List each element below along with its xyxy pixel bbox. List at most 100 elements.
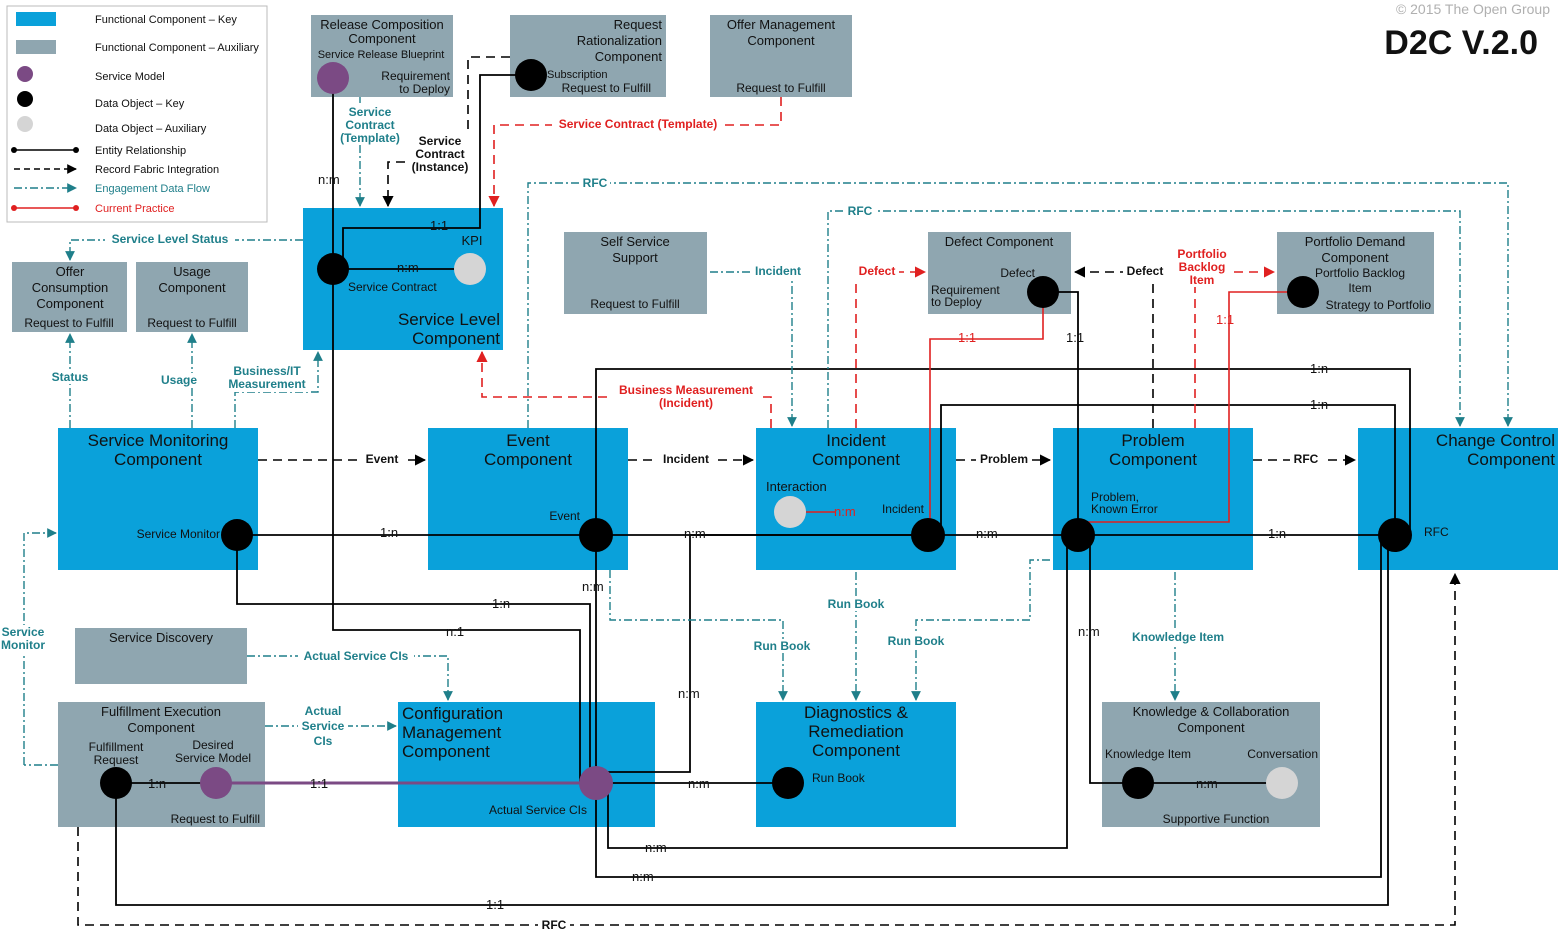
cardinality-label: 1:1 [430,218,448,233]
data-object-label: Actual Service CIs [489,803,587,817]
legend-item: Data Object – Key [95,98,185,110]
value-stream-label: Requirement [931,283,1000,297]
configuration-management-component[interactable]: Configuration Management Component Actua… [398,702,655,827]
cardinality-label: n:m [397,260,419,275]
component-title: Management [402,723,502,742]
copyright-text: © 2015 The Open Group [1396,1,1550,17]
value-stream-label: to Deploy [399,82,450,96]
flow-label: Portfolio [1177,247,1226,261]
data-object-label: Portfolio Backlog [1315,266,1405,280]
rfc-dot [1378,518,1412,552]
event-dot [579,518,613,552]
component-title: Service Discovery [109,630,214,645]
cardinality-labels: n:m 1:1 n:m 1:n 1:n n:1 n:m n:m n:m n:m … [148,172,1328,912]
component-title: Event [506,431,550,450]
flow-label: Monitor [1,638,45,652]
data-object-label: Conversation [1247,747,1318,761]
flow-label: Defect [1127,264,1164,278]
service-model-label: Service Model [175,751,251,765]
component-title: Component [158,280,226,295]
diagnostics-remediation-component[interactable]: Diagnostics & Remediation Component Run … [756,702,956,827]
legend-item: Engagement Data Flow [95,183,210,195]
value-stream-label: Strategy to Portfolio [1326,298,1432,312]
value-stream-label: Request to Fulfill [562,81,651,95]
service-contract-dot [317,253,349,285]
legend: Functional Component – Key Functional Co… [6,5,268,223]
defect-dot [1027,276,1059,308]
data-object-label: KPI [462,233,483,248]
service-release-blueprint-dot [317,62,349,94]
legend-aux-swatch [16,40,56,54]
value-stream-label: Request to Fulfill [24,316,113,330]
data-object-label: Service Monitor [137,527,220,541]
data-object-label: RFC [1424,525,1449,539]
data-object-label: Problem, [1091,490,1139,504]
component-title: Rationalization [577,33,662,48]
component-title: Support [612,250,658,265]
flow-label: (Incident) [659,396,713,410]
flow-label: (Instance) [412,160,469,174]
value-stream-label: Supportive Function [1163,812,1270,826]
problem-dot [1061,518,1095,552]
component-title: Service Level [398,310,500,329]
value-stream-label: Request to Fulfill [147,316,236,330]
legend-item: Service Model [95,71,165,83]
flow-label: Event [366,452,399,466]
cardinality-label: n:m [582,579,604,594]
component-title: Component [114,450,202,469]
legend-key-swatch [16,12,56,26]
record-fabric-lines [77,56,1461,926]
cardinality-label: n:m [1196,776,1218,791]
flow-label: Run Book [888,634,945,648]
legend-item: Current Practice [95,203,174,215]
actual-service-cis-dot [579,766,613,800]
component-title: Self Service [600,234,669,249]
flow-label: Backlog [1179,260,1226,274]
component-title: Request [614,17,663,32]
component-title: Component [595,49,663,64]
fulfillment-execution-component[interactable]: Fulfillment Execution Component Fulfillm… [58,702,265,827]
component-title: Offer [56,264,85,279]
offer-consumption-component[interactable]: Offer Consumption Component Request to F… [12,262,127,332]
cardinality-label: 1:1 [1216,312,1234,327]
flow-label: RFC [542,918,567,932]
flow-label: Item [1190,273,1215,287]
value-stream-label: Request to Fulfill [171,812,260,826]
data-object-label: Subscription [547,69,608,81]
component-title: Consumption [32,280,109,295]
value-stream-label: to Deploy [931,295,982,309]
knowledge-collaboration-component[interactable]: Knowledge & Collaboration Component Know… [1102,702,1320,827]
component-title: Problem [1121,431,1184,450]
component-title: Component [402,742,490,761]
service-monitoring-component[interactable]: Service Monitoring Component Service Mon… [58,428,258,570]
cardinality-label: 1:1 [310,776,328,791]
flow-label: Actual [305,704,342,718]
offer-management-component[interactable]: Offer Management Component Request to Fu… [710,15,852,97]
service-discovery-component[interactable]: Service Discovery [75,628,247,684]
data-object-label: Event [549,509,580,523]
entity-relationship-lines [115,74,1411,906]
cardinality-label: n:m [976,526,998,541]
component-title: Component [1467,450,1555,469]
run-book-dot [772,767,804,799]
cardinality-label: 1:1 [486,897,504,912]
data-object-label: Service Release Blueprint [318,49,445,61]
value-stream-label: Request to Fulfill [590,297,679,311]
interaction-dot [774,496,806,528]
cardinality-label: 1:n [1310,397,1328,412]
flow-label: Service Level Status [112,232,229,246]
legend-service-model-dot [17,66,33,82]
usage-component[interactable]: Usage Component Request to Fulfill [136,262,248,332]
flow-label: Service [302,719,345,733]
self-service-support-component[interactable]: Self Service Support Request to Fulfill [564,232,707,314]
request-rationalization-component[interactable]: Request Rationalization Component Subscr… [510,15,666,97]
data-object-label: Service Contract [348,280,437,294]
component-title: Offer Management [727,17,836,32]
flow-label: Defect [859,264,896,278]
component-title: Component [484,450,572,469]
cardinality-label: 1:n [380,525,398,540]
flow-label: Problem [980,452,1028,466]
cardinality-label: n:m [318,172,340,187]
portfolio-demand-component[interactable]: Portfolio Demand Component Portfolio Bac… [1277,232,1434,314]
